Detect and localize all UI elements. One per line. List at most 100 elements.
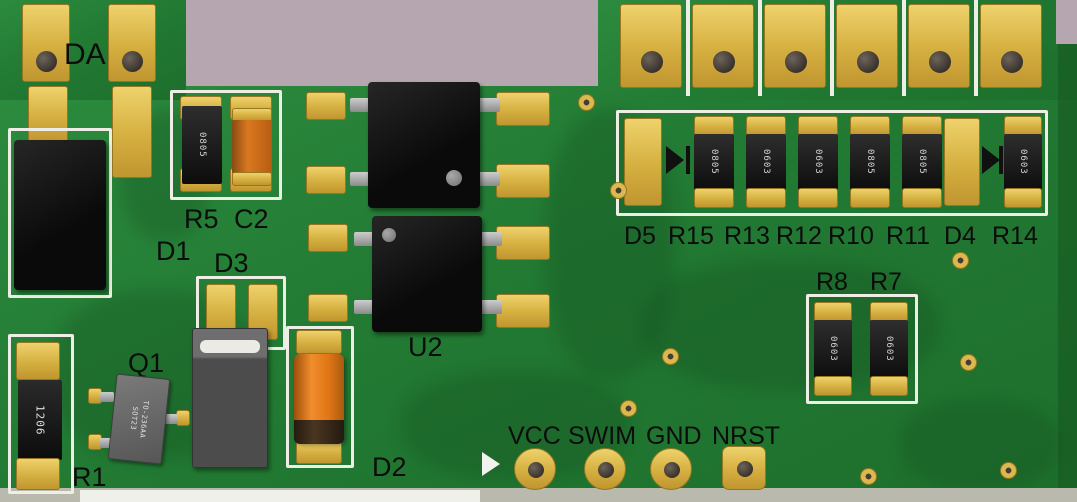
label-r10: R10 <box>828 222 874 250</box>
smd-pad <box>850 188 890 208</box>
smd-pad <box>850 116 890 136</box>
via <box>578 94 595 111</box>
label-r13: R13 <box>724 222 770 250</box>
ic-pin <box>350 172 372 186</box>
smd-pad <box>306 166 346 194</box>
q1-lead <box>100 438 114 448</box>
chip-marking: 0603 <box>884 336 894 362</box>
chip-r14: 0603 <box>1004 134 1042 190</box>
via <box>620 400 637 417</box>
smd-pad <box>16 458 60 490</box>
pin1-arrow-icon <box>482 452 500 476</box>
edge-pad <box>836 4 898 88</box>
chip-r8: 0603 <box>814 320 852 378</box>
label-swim: SWIM <box>568 422 637 450</box>
smd-pad <box>308 294 348 322</box>
d1-body <box>14 140 106 290</box>
chip-r13: 0603 <box>746 134 786 190</box>
label-r8: R8 <box>816 268 848 296</box>
silkscreen-divider <box>974 0 978 96</box>
smd-pad <box>798 116 838 136</box>
smd-pad <box>306 92 346 120</box>
board-texture-patch <box>900 400 1060 490</box>
smd-pad <box>112 86 152 178</box>
smd-pad <box>694 188 734 208</box>
pad-hole <box>664 462 680 478</box>
capacitor-band <box>294 420 344 444</box>
silkscreen-divider <box>830 0 834 96</box>
smd-pad <box>902 188 942 208</box>
ic-pin <box>478 300 502 314</box>
pad-hole <box>737 461 753 477</box>
chip-r10: 0805 <box>850 134 890 190</box>
smd-pad <box>902 116 942 136</box>
chip-marking: 0603 <box>761 149 771 175</box>
q1-marking-line1: SOT23 <box>128 406 140 431</box>
pad-hole <box>641 51 663 73</box>
d4-pad <box>944 118 980 206</box>
pad-hole <box>713 51 735 73</box>
chip-marking: 0603 <box>828 336 838 362</box>
chip-r7: 0603 <box>870 320 908 378</box>
smd-pad <box>176 410 190 426</box>
q1-lead <box>100 392 114 402</box>
silkscreen-divider <box>758 0 762 96</box>
ic-pin <box>478 232 502 246</box>
diode-bar-icon <box>686 146 690 174</box>
tab-pad <box>22 4 70 82</box>
label-r1: R1 <box>72 462 107 492</box>
chip-marking: 1206 <box>33 404 47 436</box>
smd-pad <box>496 92 550 126</box>
chip-r5: 0805 <box>182 106 222 184</box>
smd-pad <box>16 342 60 380</box>
edge-pad <box>620 4 682 88</box>
label-q1: Q1 <box>128 348 165 378</box>
label-r12: R12 <box>776 222 822 250</box>
label-r7: R7 <box>870 268 902 296</box>
smd-pad <box>814 376 852 396</box>
q1-body: SOT23 TO-236AA <box>107 373 171 465</box>
cathode-band <box>200 340 260 353</box>
tab-pad <box>108 4 156 82</box>
via <box>610 182 627 199</box>
via <box>952 252 969 269</box>
q1-lead <box>164 414 178 424</box>
pad-hole <box>528 462 544 478</box>
pin1-dimple <box>382 228 396 242</box>
label-u2: U2 <box>408 332 443 362</box>
edge-pad <box>764 4 826 88</box>
via <box>1000 462 1017 479</box>
via <box>960 354 977 371</box>
chip-marking: 0805 <box>709 149 719 175</box>
via <box>860 468 877 485</box>
label-da: DA <box>64 38 106 71</box>
ic-pin <box>476 98 500 112</box>
header-pad-swim <box>584 448 626 490</box>
pad-hole <box>598 462 614 478</box>
chip-r15: 0805 <box>694 134 734 190</box>
smd-pad <box>1004 188 1042 208</box>
label-c2: C2 <box>234 204 269 234</box>
header-pad-vcc <box>514 448 556 490</box>
smd-pad <box>496 226 550 260</box>
smd-pad <box>746 116 786 136</box>
label-d2: D2 <box>372 452 407 482</box>
background-corner <box>1056 0 1077 44</box>
label-r15: R15 <box>668 222 714 250</box>
label-nrst: NRST <box>712 422 781 450</box>
label-r5: R5 <box>184 204 219 234</box>
diode-polarity-icon <box>666 146 684 174</box>
ic-pin <box>350 98 372 112</box>
smd-pad <box>296 330 342 354</box>
label-vcc: VCC <box>508 422 561 450</box>
header-pad-nrst <box>722 446 766 490</box>
label-r14: R14 <box>992 222 1038 250</box>
resistor-row-courtyard <box>616 110 1048 216</box>
chip-marking: 0805 <box>197 132 207 158</box>
edge-pad <box>908 4 970 88</box>
smd-pad <box>496 164 550 198</box>
r8r7-courtyard <box>806 294 918 404</box>
label-gnd: GND <box>646 422 702 450</box>
label-d5: D5 <box>624 222 656 250</box>
ic-pin <box>476 172 500 186</box>
